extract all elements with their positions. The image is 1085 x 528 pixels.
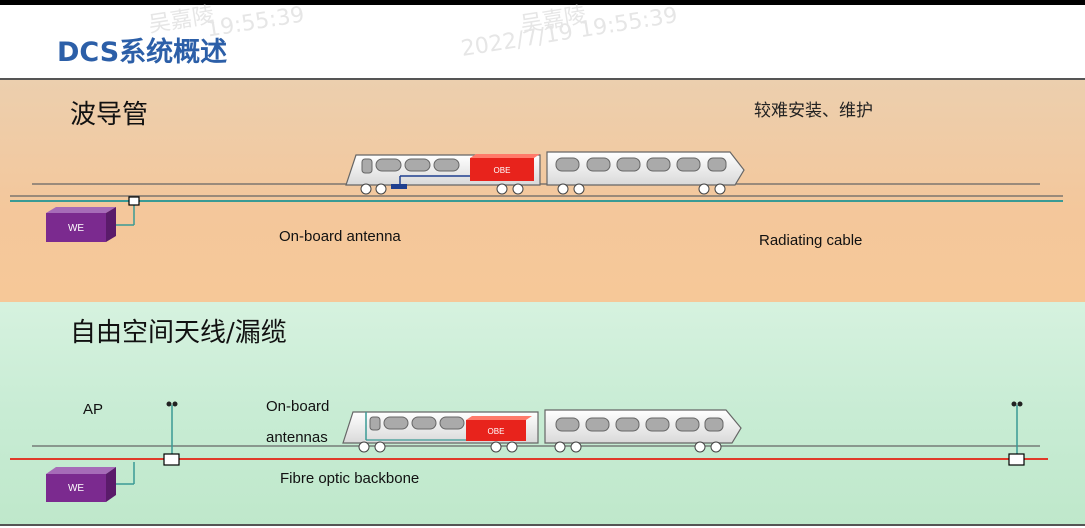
waveguide-heading: 波导管 xyxy=(70,100,149,130)
freespace-panel: 自由空间天线/漏缆 AP On-board antennas Fibre opt… xyxy=(0,302,1085,526)
onboard-antennas-label-1: On-board xyxy=(266,398,330,415)
obe-box-2: OBE xyxy=(466,416,532,441)
freespace-heading: 自由空间天线/漏缆 xyxy=(70,318,287,348)
obe-label-2: OBE xyxy=(488,427,505,436)
train-car-2b xyxy=(544,409,742,453)
onboard-antenna-1 xyxy=(391,184,407,189)
waveguide-panel: 波导管 较难安装、维护 On-board antenna Radiating c… xyxy=(0,78,1085,304)
ap-pole-2 xyxy=(1008,401,1025,466)
fibre-backbone-label: Fibre optic backbone xyxy=(280,470,420,487)
obe-label-1: OBE xyxy=(494,166,511,175)
top-bar xyxy=(0,0,1085,5)
obe-box-1: OBE xyxy=(470,154,540,181)
onboard-antennas-label-2: antennas xyxy=(266,429,328,446)
train-car-1b xyxy=(546,151,745,195)
we-box-2: WE xyxy=(46,467,116,502)
we-box-1: WE xyxy=(46,207,116,242)
ap-label: AP xyxy=(83,401,104,418)
slide-title: DCS系统概述 xyxy=(57,37,228,68)
radiating-cable-label: Radiating cable xyxy=(759,232,863,249)
we-label-2: WE xyxy=(68,483,84,494)
difficulty-note: 较难安装、维护 xyxy=(754,101,873,121)
cable-connector-1 xyxy=(128,196,140,206)
ap-pole-1 xyxy=(163,401,180,466)
we-label-1: WE xyxy=(68,223,84,234)
onboard-antenna-label: On-board antenna xyxy=(279,228,401,245)
